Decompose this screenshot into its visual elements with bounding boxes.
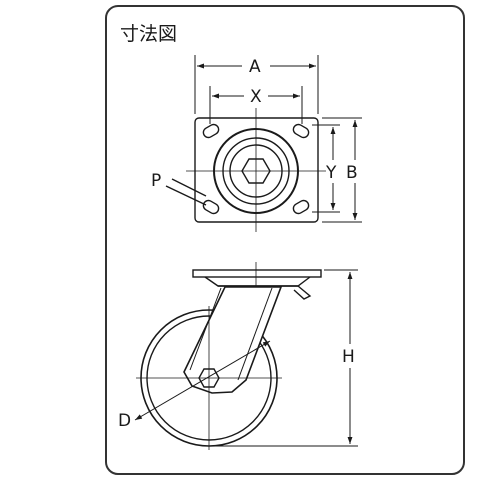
side-dimensions [134,269,358,447]
dim-label-x: X [250,87,262,107]
side-caster-view [136,262,322,450]
side-top-plate [192,269,322,278]
dim-label-p: P [151,171,161,191]
mounting-plate [194,117,319,223]
bolt-slot [202,123,220,139]
center-nut [241,158,271,184]
drawing-title: 寸法図 [120,23,177,45]
drawing-border [105,5,465,475]
top-plate-view [165,108,326,232]
top-dimensions [194,55,362,223]
bolt-slot [292,199,310,215]
dim-label-y: Y [325,163,337,183]
dim-label-b: B [346,163,358,183]
bearing-outer-ring [213,128,299,214]
dim-label-a: A [249,57,261,77]
bolt-slot [292,123,310,139]
dim-label-d: D [118,411,131,431]
bolt-slot [202,199,220,215]
dim-label-h: H [342,347,355,367]
